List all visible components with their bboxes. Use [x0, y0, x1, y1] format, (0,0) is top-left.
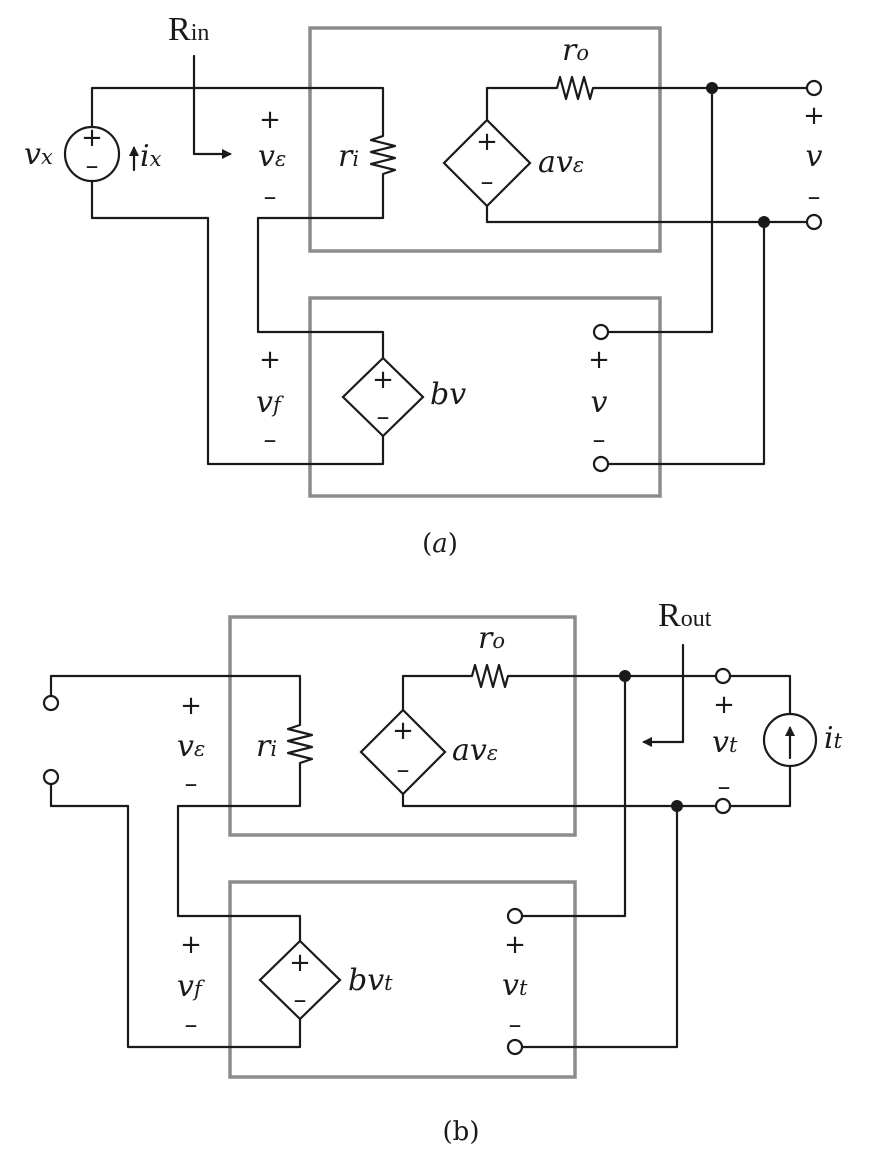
vf-minus-a: – — [264, 425, 277, 455]
resistor-ro-b — [465, 663, 512, 689]
ave-source-minus-b: – — [397, 755, 410, 785]
fb-plus-b: + — [504, 930, 526, 960]
fb-minus-a: – — [593, 425, 606, 455]
bv-source-minus: – — [377, 402, 390, 432]
vf-label-a: vf — [256, 385, 284, 420]
bv-label: bv — [430, 377, 466, 412]
vf-label-b: vf — [177, 969, 205, 1004]
wires-a — [90, 86, 808, 466]
feedback-terminal-top-b — [506, 907, 524, 925]
ve-minus-b: – — [185, 769, 198, 799]
diagram-b: + – + – Rout + vε – ri ro avε + vt – i — [42, 597, 843, 1147]
rout-label: Rout — [658, 597, 712, 634]
wires-b — [49, 674, 792, 1049]
feedback-block-b — [228, 880, 577, 1079]
output-terminal-bottom-b — [714, 797, 732, 815]
output-terminal-bottom-a — [805, 213, 823, 231]
dependent-source-bvt: + – — [258, 939, 342, 1021]
dependent-source-ave-a: + – — [442, 118, 532, 208]
it-label: it — [824, 721, 843, 756]
current-source-it — [762, 712, 818, 768]
ve-minus-a: – — [264, 182, 277, 212]
vf-plus-b: + — [180, 930, 202, 960]
resistor-ri-a — [369, 128, 397, 180]
bv-source-plus: + — [372, 365, 394, 395]
bvt-source-plus: + — [289, 948, 311, 978]
junction-dot-b1 — [619, 670, 631, 682]
vt-label-b: vt — [712, 725, 738, 760]
dependent-source-ave-b: + – — [359, 708, 447, 796]
caption-b: (b) — [443, 1117, 480, 1147]
output-terminal-top-b — [714, 667, 732, 685]
vt-minus-b: – — [718, 772, 731, 802]
output-terminal-top-a — [805, 79, 823, 97]
vf-minus-b: – — [185, 1010, 198, 1040]
amplifier-block-a — [308, 26, 662, 253]
ve-plus-a: + — [259, 105, 281, 135]
ve-label-b: vε — [177, 729, 205, 764]
ix-label: ix — [140, 139, 162, 174]
ave-source-plus-b: + — [392, 716, 414, 746]
fb-vt-label-b: vt — [502, 968, 528, 1003]
vf-plus-a: + — [259, 345, 281, 375]
feedback-terminal-bottom-b — [506, 1038, 524, 1056]
diagram-a: + – + – + – Rin vx ix + vε – ri — [24, 11, 825, 559]
junction-dot-a2 — [758, 216, 770, 228]
junction-dot-b2 — [671, 800, 683, 812]
caption-a: (a) — [422, 529, 458, 559]
input-terminal-bottom-b — [42, 768, 60, 786]
ve-label-a: vε — [258, 139, 286, 174]
ro-label-b: ro — [478, 621, 505, 656]
fb-plus-a: + — [588, 345, 610, 375]
ri-label-a: ri — [338, 139, 359, 174]
ve-plus-b: + — [180, 691, 202, 721]
ave-source-minus-a: – — [481, 167, 494, 197]
input-terminal-top-b — [42, 694, 60, 712]
feedback-terminal-bottom-a — [592, 455, 610, 473]
junction-dot-a1 — [706, 82, 718, 94]
resistor-ri-b — [286, 718, 314, 768]
vt-plus-b: + — [713, 690, 735, 720]
ri-label-b: ri — [256, 729, 277, 764]
output-minus-a: – — [808, 182, 821, 212]
ave-label-a: avε — [538, 145, 584, 180]
ro-label-a: ro — [562, 33, 589, 68]
fb-minus-b: – — [509, 1010, 522, 1040]
output-v-label-a: v — [806, 139, 823, 174]
fb-v-label-a: v — [591, 385, 608, 420]
dependent-source-bv: + – — [341, 356, 425, 438]
rin-label: Rin — [168, 11, 209, 48]
ave-label-b: avε — [452, 733, 498, 768]
output-plus-a: + — [803, 101, 825, 131]
rin-arrow — [192, 54, 232, 159]
bvt-source-minus: – — [294, 985, 307, 1015]
vx-source-minus: – — [86, 151, 99, 181]
voltage-source-vx: + – — [63, 123, 121, 183]
rout-arrow — [642, 643, 685, 747]
vx-source-plus: + — [81, 123, 103, 153]
bvt-label: bvt — [348, 963, 393, 998]
resistor-ro-a — [550, 75, 597, 101]
feedback-terminal-top-a — [592, 323, 610, 341]
feedback-block-a — [308, 296, 662, 498]
amplifier-block-b — [228, 615, 577, 837]
ave-source-plus-a: + — [476, 127, 498, 157]
vx-label: vx — [24, 137, 53, 172]
